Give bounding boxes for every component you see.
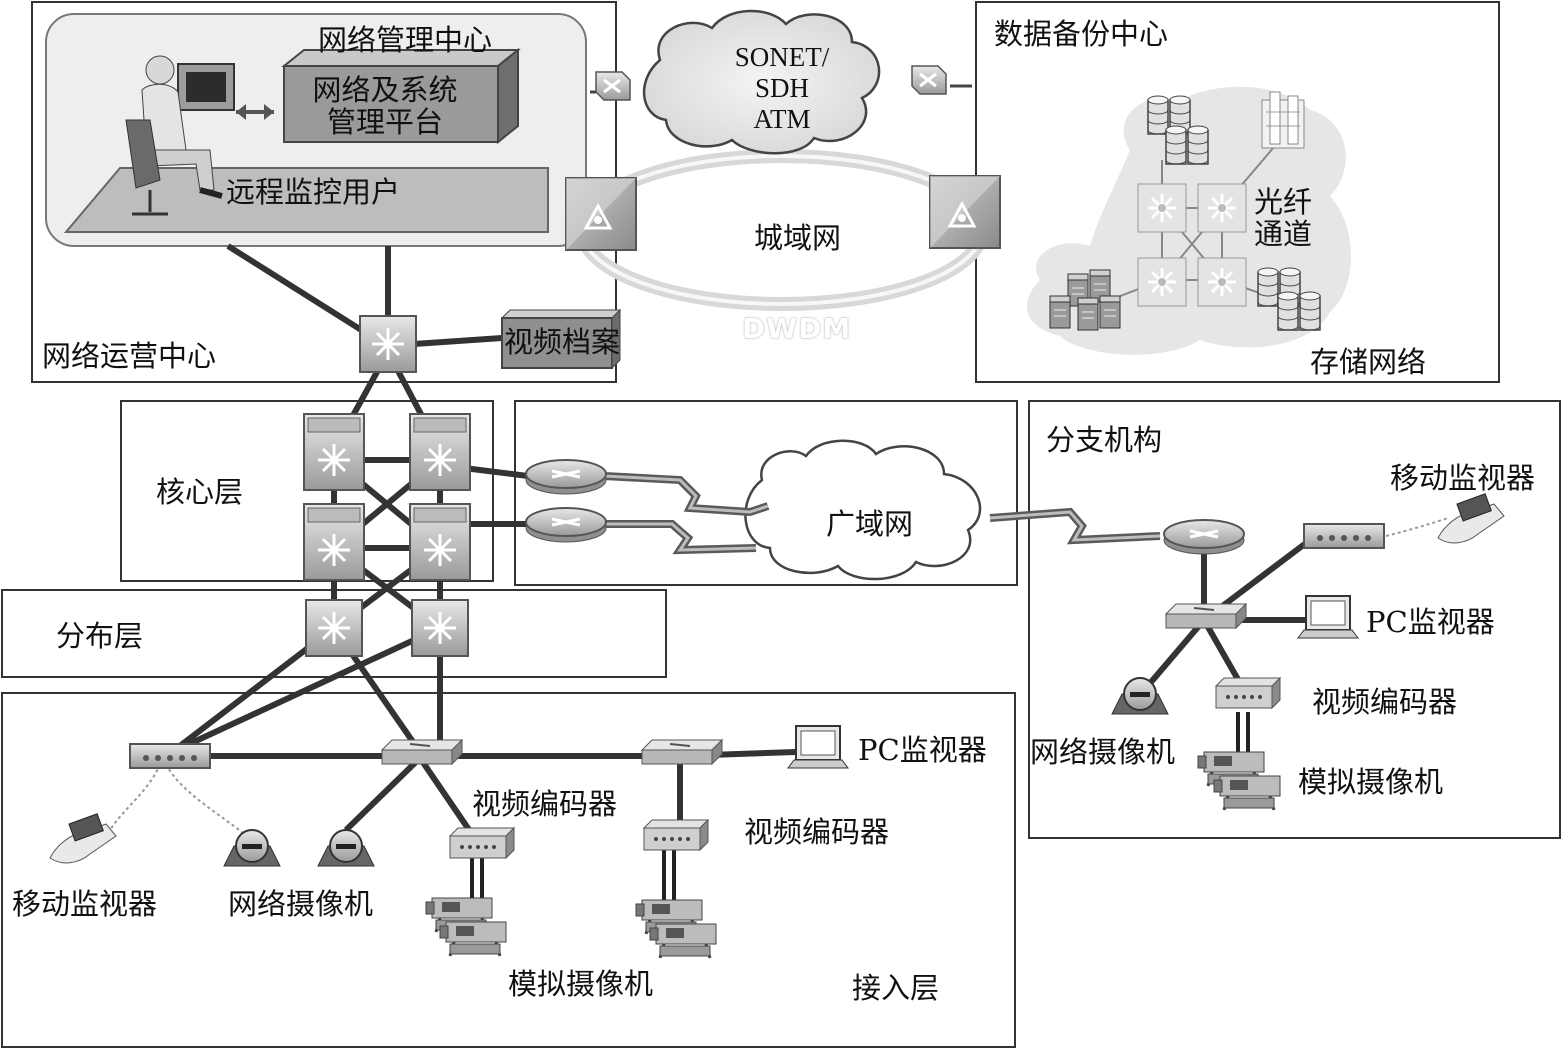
branch-video-encoder-icon	[1215, 677, 1281, 709]
fc-switch-1	[1136, 182, 1188, 234]
access-video-encoder-label-1: 视频编码器	[472, 787, 618, 821]
branch-router	[1162, 518, 1246, 556]
wireless-links	[109, 517, 1449, 835]
branch-title: 分支机构	[1046, 423, 1163, 457]
wan-cloud	[744, 439, 982, 581]
wan-router-1	[524, 458, 608, 496]
sonet-cloud	[643, 9, 881, 155]
access-layer-label: 接入层	[852, 971, 940, 1005]
access-network-camera-label: 网络摄像机	[228, 887, 374, 921]
sonet-label-line2: SDH	[754, 73, 809, 104]
access-switch-2	[641, 739, 723, 765]
branch-switch	[1165, 603, 1247, 629]
backup-title: 数据备份中心	[994, 17, 1169, 51]
branch-network-camera-label: 网络摄像机	[1030, 735, 1176, 769]
nmc-title: 网络管理中心	[318, 23, 493, 57]
fiber-channel-line1: 光纤	[1254, 185, 1313, 219]
atm-switch-left	[594, 70, 632, 102]
access-video-encoder-icon-1	[449, 827, 515, 859]
adm-left	[564, 176, 638, 252]
branch-pc-monitor-icon	[1297, 595, 1359, 639]
double-arrow-icon	[236, 104, 274, 120]
sonet-label-line1: SONET/	[734, 42, 830, 72]
core-layer-label: 核心层	[156, 475, 244, 509]
distribution-switch-1	[304, 598, 364, 658]
coax-links	[470, 712, 1250, 910]
access-video-encoder-icon-2	[643, 819, 709, 851]
branch-analog-camera-label: 模拟摄像机	[1298, 765, 1444, 799]
fc-switch-2	[1196, 182, 1248, 234]
distribution-layer-label: 分布层	[56, 619, 144, 653]
remote-user-label: 远程监控用户	[226, 175, 401, 209]
fc-switch-3	[1136, 256, 1188, 308]
distribution-switch-2	[410, 598, 470, 658]
platform-label-line1: 网络及系统	[312, 73, 458, 107]
adm-right	[928, 174, 1002, 250]
remote-user-icon	[125, 55, 235, 216]
wan-router-2	[524, 506, 608, 544]
fiber-channel-label: 光纤 通道	[1254, 186, 1312, 251]
branch-mobile-monitor-label: 移动监视器	[1390, 461, 1536, 495]
access-pc-monitor-icon	[787, 725, 849, 769]
access-video-encoder-label-2: 视频编码器	[744, 815, 890, 849]
nmc-floor	[63, 167, 549, 233]
access-analog-camera-label: 模拟摄像机	[508, 967, 654, 1001]
noc-switch	[358, 314, 418, 374]
platform-box	[281, 47, 521, 145]
core-switch-4	[408, 502, 472, 582]
access-pc-monitor-label: PC监视器	[858, 733, 987, 767]
core-switch-3	[302, 502, 366, 582]
video-archive-label: 视频档案	[504, 325, 621, 359]
core-switch-2	[408, 412, 472, 492]
core-switch-1	[302, 412, 366, 492]
access-mobile-monitor-label: 移动监视器	[12, 887, 158, 921]
dwdm-label: DWDM	[742, 312, 852, 345]
video-archive-box	[500, 308, 622, 370]
fiber-channel-line2: 通道	[1254, 217, 1313, 252]
branch-pc-monitor-label: PC监视器	[1366, 605, 1495, 639]
platform-label: 网络及系统 管理平台	[290, 74, 480, 139]
noc-title: 网络运营中心	[42, 339, 217, 373]
branch-video-encoder-label: 视频编码器	[1312, 685, 1458, 719]
access-switch-1	[381, 739, 463, 765]
platform-label-line2: 管理平台	[326, 105, 443, 140]
sonet-cloud-label: SONET/ SDH ATM	[718, 42, 846, 135]
access-wireless-hub	[129, 743, 211, 769]
fc-switch-4	[1196, 256, 1248, 308]
atm-switch-right	[910, 64, 948, 96]
storage-network-label: 存储网络	[1310, 345, 1427, 379]
tape-library-icon	[1261, 91, 1305, 149]
branch-wireless-hub	[1303, 523, 1385, 549]
sonet-label-line3: ATM	[753, 104, 811, 135]
metro-label: 城域网	[754, 221, 842, 255]
wan-label: 广域网	[826, 507, 914, 541]
